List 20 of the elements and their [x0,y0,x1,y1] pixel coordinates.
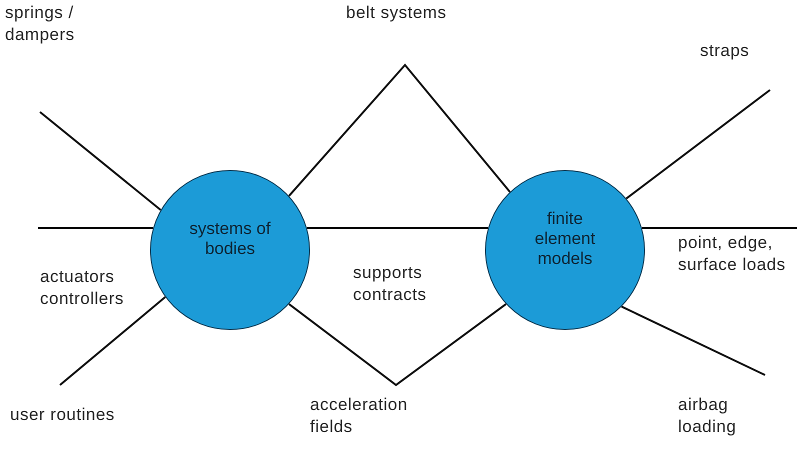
node-label: systems of bodies [188,219,272,259]
edge-label: airbag loading [678,394,738,438]
edge-label: springs / dampers [5,2,76,46]
edge-label: belt systems [346,2,448,24]
node-label: finite element models [534,209,596,269]
edge-label: user routines [10,404,116,426]
connector-line [288,303,507,386]
edge-label: actuators controllers [40,266,125,310]
edge-label: straps [700,40,750,62]
connector-line [59,296,166,386]
edge-label: supports contracts [353,262,428,306]
connector-line [626,89,771,200]
edge-label: point, edge, surface loads [678,232,787,276]
connector-line [642,226,797,229]
connector-line [39,111,162,211]
edge-label: acceleration fields [310,394,409,438]
connector-line [38,226,154,229]
connector-line [306,226,488,229]
connector-line [288,63,511,197]
connector-line [621,306,766,376]
